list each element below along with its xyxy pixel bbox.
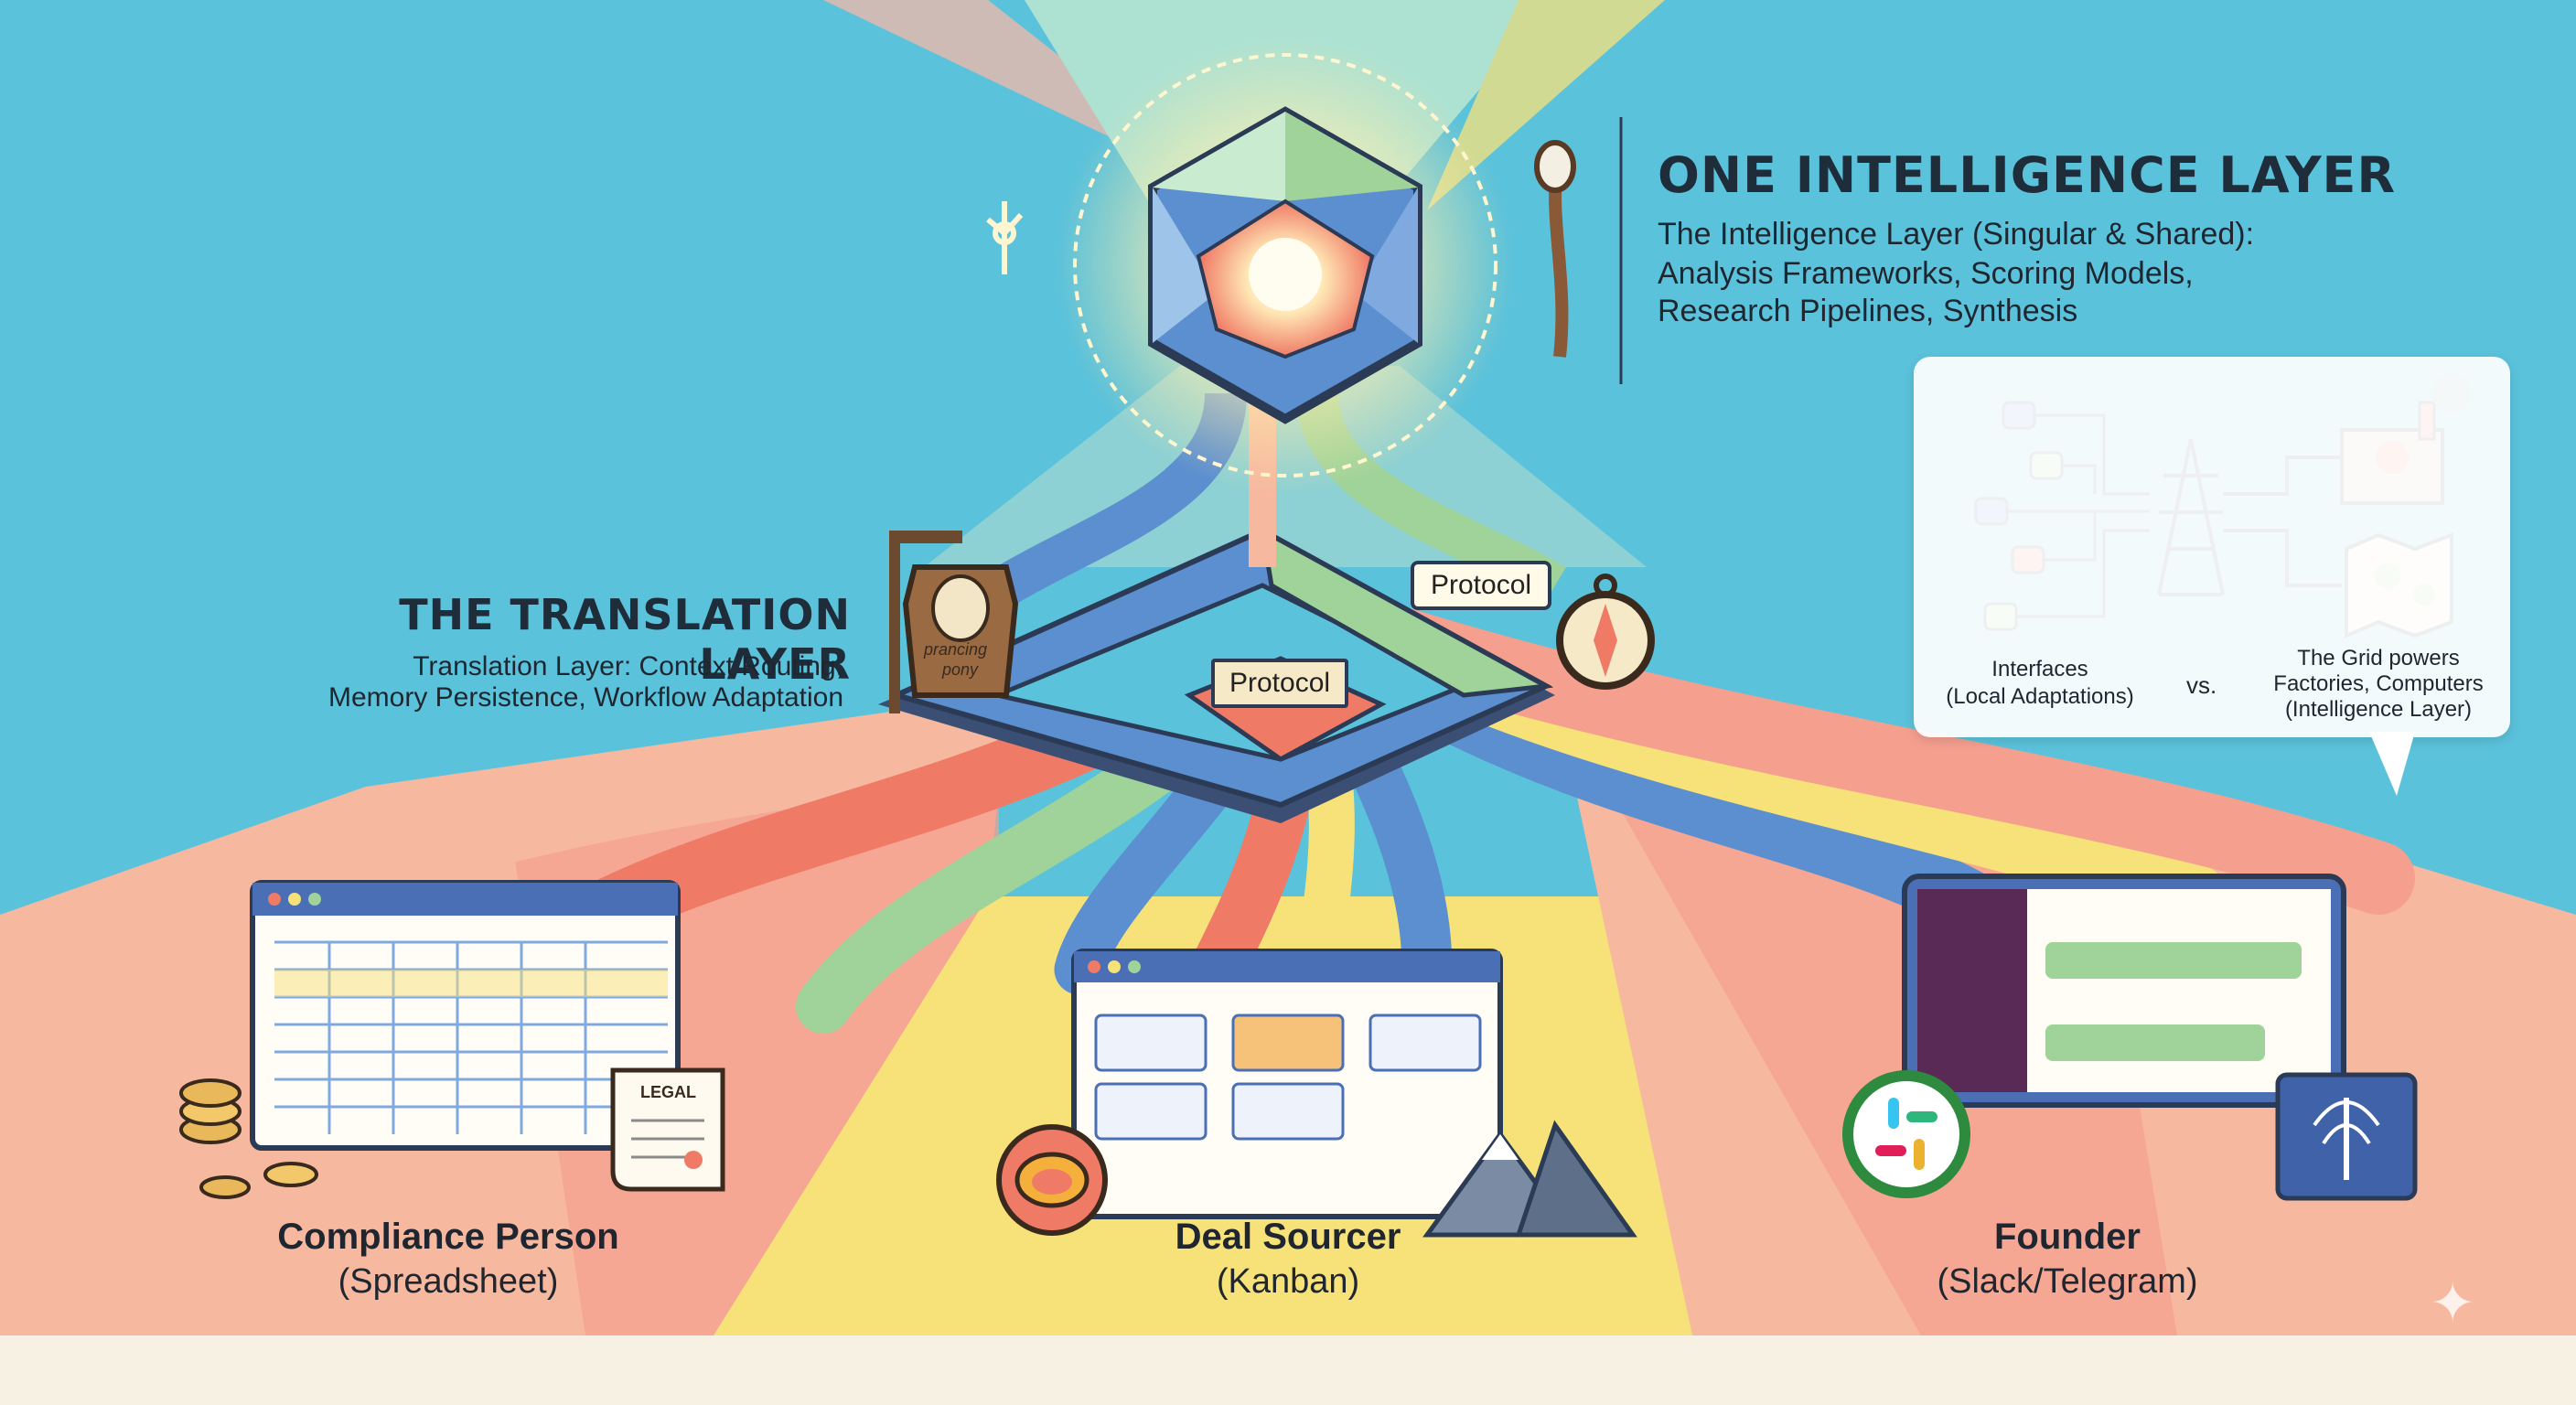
mountain-icon bbox=[1422, 1120, 1637, 1238]
persona-compliance-tool: (Spreadsheet) bbox=[338, 1262, 559, 1301]
legal-scroll-icon bbox=[610, 1067, 725, 1192]
translation-desc-1: Translation Layer: Context Routing, bbox=[413, 651, 843, 681]
analogy-card bbox=[1914, 357, 2510, 737]
white-tree-icon bbox=[2275, 1072, 2418, 1201]
persona-deal-tool: (Kanban) bbox=[1216, 1262, 1360, 1301]
kanban-window bbox=[1071, 949, 1503, 1219]
intelligence-desc-3: Research Pipelines, Synthesis bbox=[1658, 294, 2078, 328]
staff-icon bbox=[1534, 140, 1576, 358]
translation-desc-2: Memory Persistence, Workflow Adaptation bbox=[327, 682, 843, 713]
legal-label: LEGAL bbox=[640, 1083, 696, 1101]
analogy-vs: vs. bbox=[2186, 671, 2217, 699]
analogy-right-3: (Intelligence Layer) bbox=[2284, 697, 2473, 722]
coins-icon bbox=[179, 1078, 318, 1199]
gem-icon bbox=[1148, 106, 1422, 424]
analogy-left-2: (Local Adaptations) bbox=[1946, 684, 2134, 709]
sparkle-icon: ✦ bbox=[2430, 1272, 2476, 1334]
persona-founder-name: Founder bbox=[1994, 1217, 2141, 1257]
protocol-label-upper: Protocol bbox=[1411, 561, 1552, 610]
rune-icon bbox=[986, 201, 1024, 274]
persona-deal-name: Deal Sourcer bbox=[1175, 1217, 1401, 1257]
intelligence-desc-2: Analysis Frameworks, Scoring Models, bbox=[1658, 256, 2194, 291]
ring-icon bbox=[996, 1124, 1108, 1236]
protocol-label-center: Protocol bbox=[1211, 659, 1349, 708]
intelligence-desc-1: The Intelligence Layer (Singular & Share… bbox=[1658, 217, 2255, 252]
chat-tablet bbox=[1902, 874, 2346, 1108]
inn-sign bbox=[889, 531, 1019, 713]
sign-text-2: pony bbox=[942, 660, 979, 679]
rune-halo bbox=[1073, 53, 1497, 477]
persona-founder-tool: (Slack/Telegram) bbox=[1937, 1262, 2198, 1301]
card-tail bbox=[2369, 732, 2415, 796]
intelligence-title: ONE INTELLIGENCE LAYER bbox=[1658, 146, 2397, 204]
translation-title: THE TRANSLATION LAYER bbox=[399, 590, 851, 689]
compass-icon bbox=[1556, 574, 1655, 690]
persona-compliance-name: Compliance Person bbox=[277, 1217, 619, 1257]
analogy-right-1: The Grid powers bbox=[2297, 646, 2460, 670]
analogy-right-2: Factories, Computers bbox=[2273, 671, 2484, 696]
spreadsheet-window bbox=[250, 880, 681, 1151]
slack-icon bbox=[1842, 1070, 1970, 1198]
analogy-left-1: Interfaces bbox=[1991, 657, 2088, 681]
sign-text-1: prancing bbox=[924, 640, 988, 659]
